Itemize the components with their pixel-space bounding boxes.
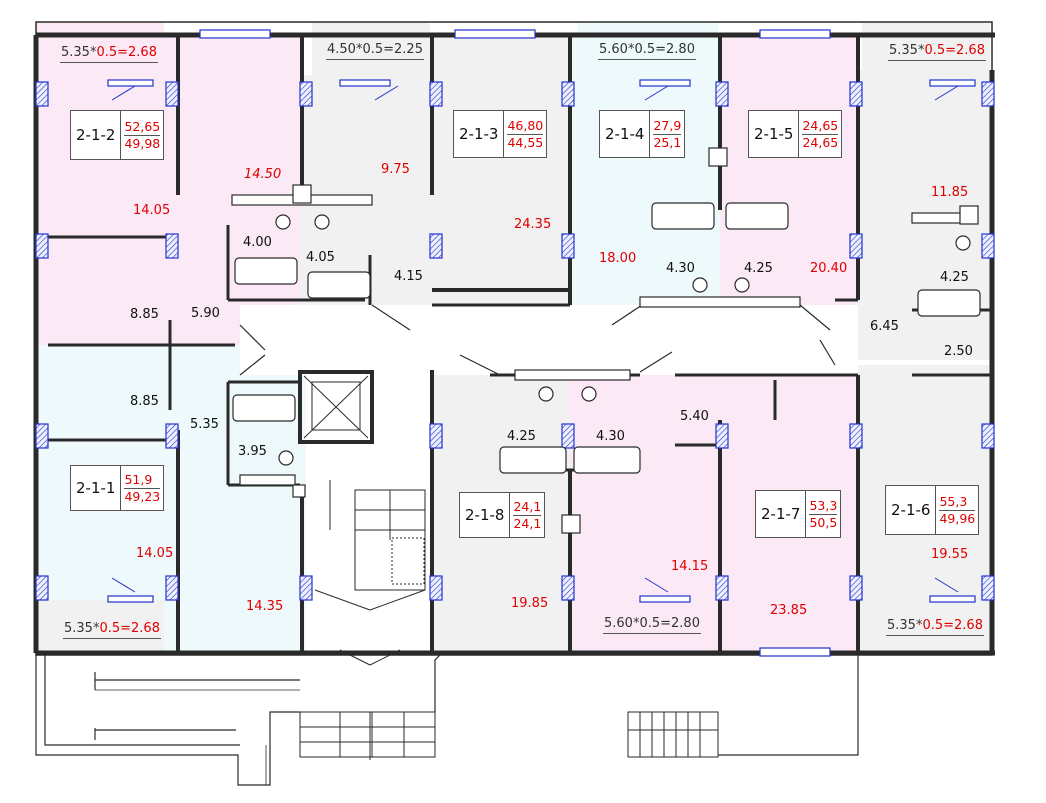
- room-area-label: 4.00: [243, 235, 272, 250]
- balcony-2-1-4-fill: [578, 22, 718, 77]
- balcony-2-1-6-top-fill: [862, 22, 990, 77]
- balcony-label-2-1-8: 5.60*0.5=2.80: [603, 617, 701, 634]
- room-area-label: 8.85: [130, 307, 159, 322]
- door-swings: [111, 85, 959, 593]
- bathroom-fixtures: [231, 147, 981, 534]
- window-frames: [107, 29, 976, 657]
- balcony-label-2-1-6-top: 5.35*0.5=2.68: [888, 44, 986, 61]
- room-area-label: 4.25: [940, 270, 969, 285]
- room-area-label: 20.40: [810, 261, 848, 276]
- room-area-label: 4.30: [596, 429, 625, 444]
- room-area-label: 6.45: [870, 319, 899, 334]
- room-area-label: 5.40: [680, 409, 709, 424]
- balcony-2-1-1-fill: [36, 600, 164, 655]
- balcony-label-2-1-1: 5.35*0.5=2.68: [63, 622, 161, 639]
- room-area-label: 4.25: [507, 429, 536, 444]
- room-area-label: 5.90: [191, 306, 220, 321]
- foundation-lines: [35, 654, 859, 786]
- balcony-label-2-1-3: 4.50*0.5=2.25: [326, 43, 424, 60]
- room-area-label: 4.25: [744, 261, 773, 276]
- balcony-2-1-3-fill: [312, 22, 430, 80]
- room-area-label: 11.85: [931, 185, 969, 200]
- apartment-2-1-3-fill: [432, 35, 570, 305]
- room-area-label: 8.85: [130, 394, 159, 409]
- room-area-label: 19.85: [511, 596, 549, 611]
- room-area-label: 4.15: [394, 269, 423, 284]
- room-area-label: 2.50: [944, 344, 973, 359]
- room-fills: [36, 22, 990, 655]
- room-area-label: 14.05: [133, 203, 171, 218]
- apartment-2-1-5-fill: [720, 35, 858, 305]
- room-area-label: 5.35: [190, 417, 219, 432]
- stairs: [299, 480, 719, 760]
- room-area-label: 14.05: [136, 546, 174, 561]
- room-area-label: 14.35: [246, 599, 284, 614]
- room-area-label: 19.55: [931, 547, 969, 562]
- apartment-2-1-3-fill-left: [300, 75, 432, 310]
- balcony-label-2-1-6: 5.35*0.5=2.68: [886, 619, 984, 636]
- room-area-label: 14.15: [671, 559, 709, 574]
- room-area-label: 23.85: [770, 603, 808, 618]
- corridor-openings: [239, 304, 836, 376]
- corridor-fill: [240, 305, 840, 375]
- room-area-label: 14.50: [244, 167, 282, 182]
- room-area-label: 3.95: [238, 444, 267, 459]
- windows: [35, 81, 995, 601]
- balcony-label-2-1-4: 5.60*0.5=2.80: [598, 43, 696, 60]
- room-area-label: 4.05: [306, 250, 335, 265]
- balcony-2-1-6-fill: [862, 600, 990, 655]
- room-area-label: 4.30: [666, 261, 695, 276]
- balcony-2-1-8-fill: [576, 600, 716, 655]
- room-area-label: 18.00: [599, 251, 637, 266]
- room-area-label: 9.75: [381, 162, 410, 177]
- balcony-2-1-2-fill: [36, 22, 164, 77]
- balcony-label-2-1-2: 5.35*0.5=2.68: [60, 46, 158, 63]
- room-area-label: 24.35: [514, 217, 552, 232]
